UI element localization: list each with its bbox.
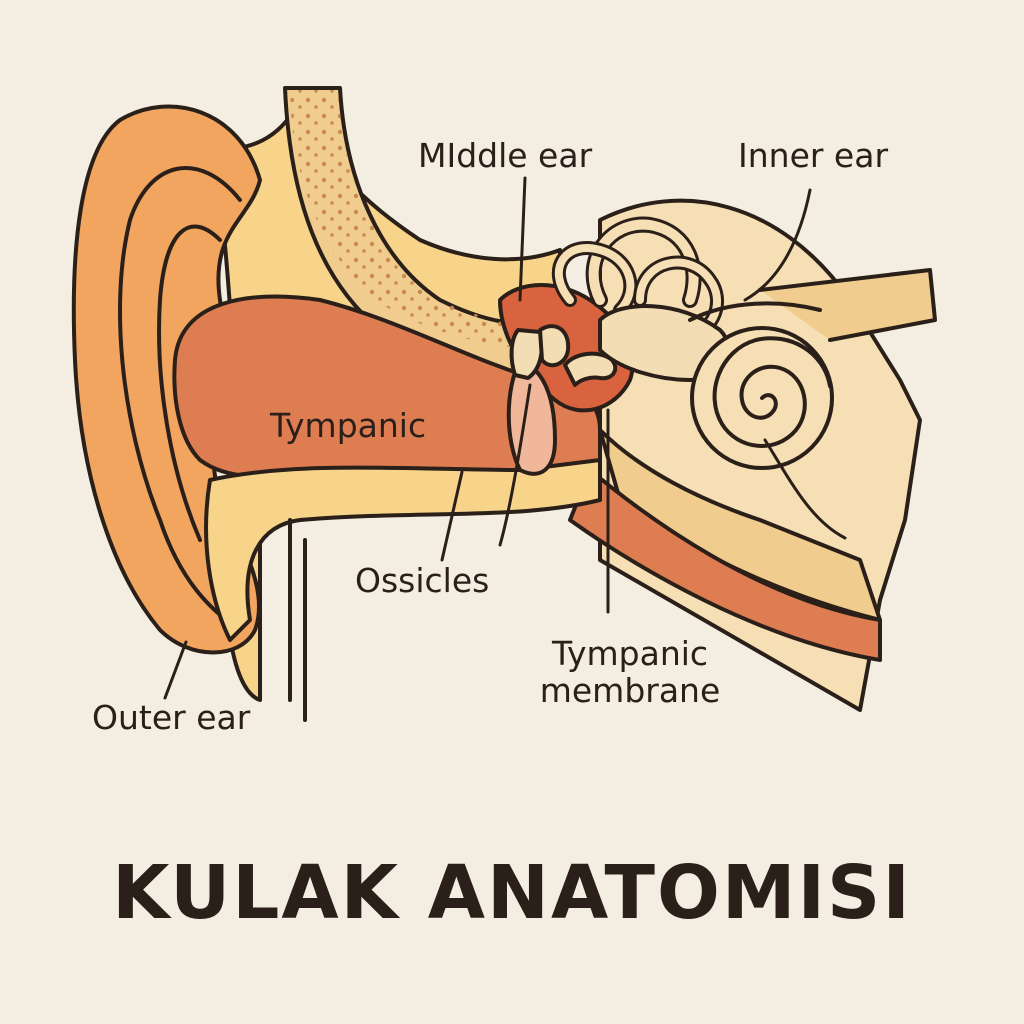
label-middle-ear: MIddle ear — [418, 136, 593, 175]
label-tympanic-membrane-line2: membrane — [539, 670, 721, 710]
label-ossicles: Ossicles — [355, 561, 490, 600]
ossicles-leader-1 — [440, 470, 464, 562]
middle-ear-leader — [518, 176, 527, 302]
label-tympanic: Tympanic — [270, 406, 427, 445]
label-tympanic-membrane-line1: Tympanic — [551, 634, 709, 673]
incus — [538, 324, 571, 368]
cochlea-spiral — [712, 336, 832, 448]
auricle-fold-outer — [118, 165, 242, 632]
malleus — [509, 328, 544, 380]
page-title: KULAK ANATOMISI — [112, 850, 912, 936]
stapes — [563, 351, 618, 387]
inner-ear-leader — [743, 188, 812, 302]
label-inner-ear: Inner ear — [738, 136, 889, 175]
outer-ear-leader — [163, 640, 188, 700]
label-tympanic-membrane: Tympanic membrane — [520, 634, 740, 710]
cochlea-leader — [763, 438, 847, 540]
ossicles-leader-2 — [498, 383, 532, 547]
nerve-line — [688, 301, 822, 322]
label-outer-ear: Outer ear — [92, 698, 251, 737]
ear-canal — [172, 294, 602, 485]
canal-lower-wall — [204, 458, 602, 642]
auditory-nerve — [758, 268, 937, 342]
semicircular-canal-2-fill — [554, 244, 635, 314]
auricle-fold-inner — [157, 224, 222, 542]
eustachian-tube — [568, 468, 882, 662]
